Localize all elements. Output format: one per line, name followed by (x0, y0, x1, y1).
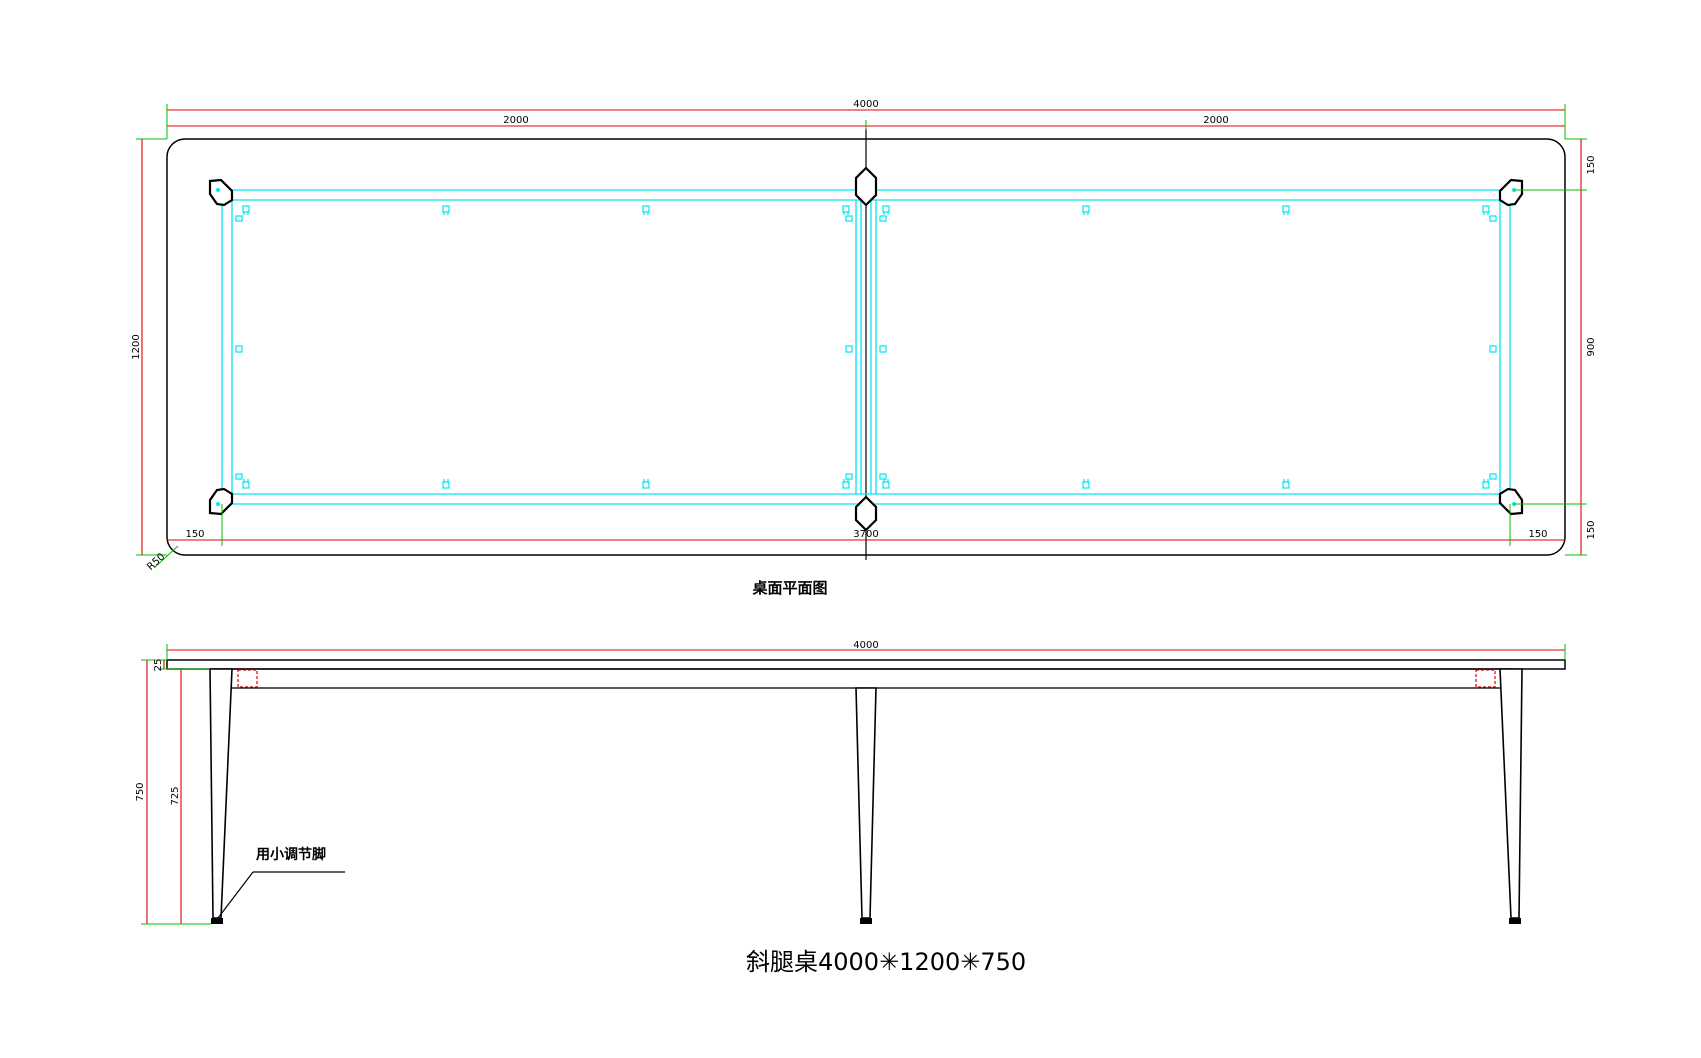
bracket (235, 345, 243, 353)
elevation-apron (221, 668, 1511, 689)
leg-footprint (854, 495, 878, 532)
bracket (1282, 205, 1290, 215)
leg-footprint (854, 166, 878, 207)
bracket (242, 205, 250, 215)
dim-text-offset-right: 150 (1528, 529, 1547, 540)
bracket (1489, 215, 1497, 222)
right-leg (1499, 668, 1523, 919)
bracket (642, 479, 650, 489)
bracket (882, 205, 890, 215)
bracket (1489, 345, 1497, 353)
elevation-legs (209, 668, 1523, 919)
bracket (442, 479, 450, 489)
bracket (842, 205, 850, 215)
dim-text-elev-thickness: 25 (153, 659, 164, 672)
bracket (1489, 473, 1497, 480)
middle-foot (860, 918, 872, 924)
leg-footprint (1498, 178, 1524, 207)
middle-leg (855, 687, 877, 919)
elevation-dimensions (146, 649, 1565, 924)
dim-text-offset-bottom: 150 (1586, 520, 1597, 539)
leg-footprint (208, 487, 234, 516)
bracket (1482, 479, 1490, 489)
bracket (1082, 205, 1090, 215)
bracket (1282, 479, 1290, 489)
leveler-note: 用小调节脚 (256, 846, 326, 863)
plan-dimensions (141, 109, 1582, 555)
left-leg (209, 668, 233, 919)
leg-footprints (208, 166, 1524, 532)
bracket (879, 345, 887, 353)
elevation-view: 4000 25 750 725 用小调节脚 (135, 640, 1566, 925)
dim-text-elev-height: 750 (135, 782, 146, 801)
left-foot (211, 918, 223, 924)
leveler-note-leader (217, 871, 345, 919)
dim-text-offset-top: 150 (1586, 155, 1597, 174)
dim-text-half-right: 2000 (1203, 115, 1228, 126)
bracket (845, 215, 853, 222)
leg-connectors (237, 669, 1496, 688)
dim-text-offset-left: 150 (185, 529, 204, 540)
dim-text-frame-length: 3700 (853, 529, 878, 540)
product-title: 斜腿桌4000✳1200✳750 (746, 948, 1026, 976)
bracket (845, 473, 853, 480)
right-foot (1509, 918, 1521, 924)
leg-footprint (1498, 487, 1524, 516)
plan-view: 4000 2000 2000 1200 900 150 150 3700 150… (131, 99, 1597, 597)
bracket (235, 473, 243, 480)
plan-extension-lines (136, 104, 1587, 569)
leg-footprint (208, 178, 234, 207)
bracket (879, 473, 887, 480)
leg-feet (211, 918, 1521, 924)
dim-text-frame-width: 900 (1586, 337, 1597, 356)
dim-text-half-left: 2000 (503, 115, 528, 126)
bracket (879, 215, 887, 222)
dim-text-elev-length: 4000 (853, 640, 878, 651)
bracket (242, 479, 250, 489)
dim-text-elev-leg-height: 725 (170, 786, 181, 805)
under-frame (221, 189, 1511, 505)
bracket (442, 205, 450, 215)
elevation-extension-lines (141, 644, 1566, 925)
bracket (642, 205, 650, 215)
bracket (235, 215, 243, 222)
bracket (842, 479, 850, 489)
bracket (1082, 479, 1090, 489)
elevation-tabletop (166, 659, 1566, 670)
dim-text-overall-length: 4000 (853, 99, 878, 110)
plan-caption: 桌面平面图 (751, 579, 827, 597)
dim-text-overall-width: 1200 (131, 334, 142, 359)
bracket (845, 345, 853, 353)
bracket (1482, 205, 1490, 215)
bracket (882, 479, 890, 489)
frame-brackets (235, 205, 1497, 489)
